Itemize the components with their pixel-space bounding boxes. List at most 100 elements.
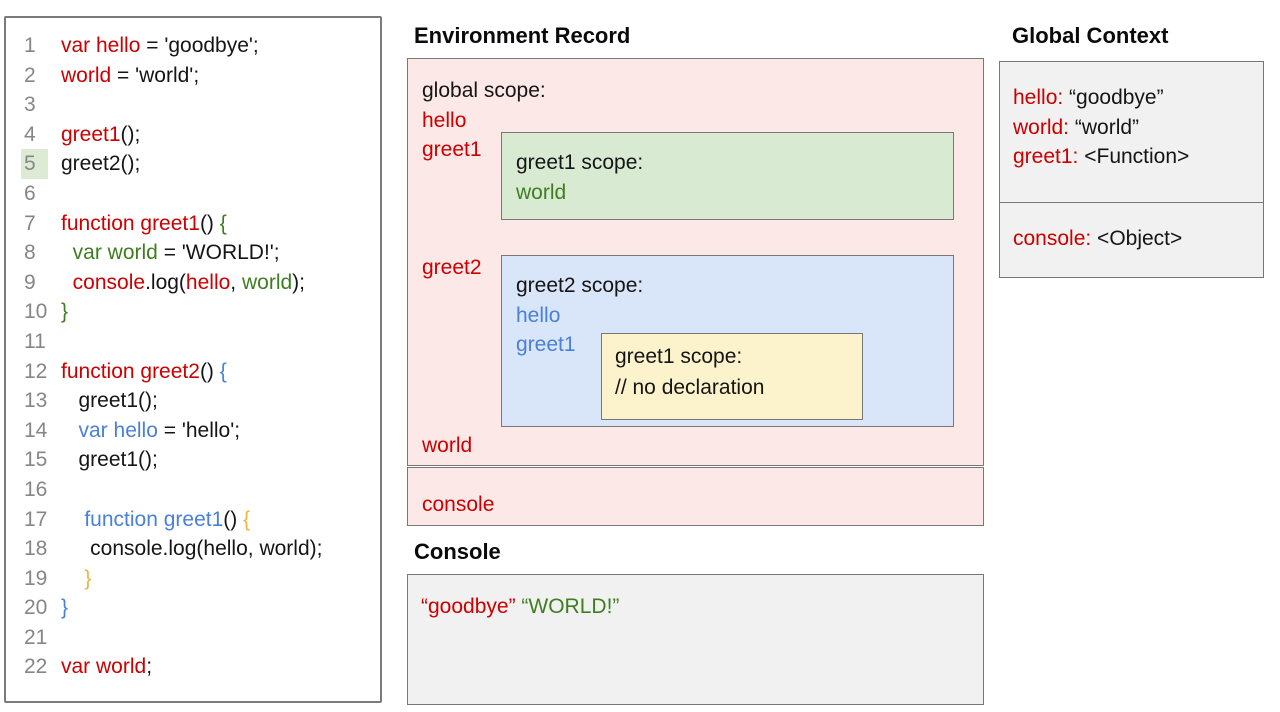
global-scope-hoisted-vars: hello greet1 — [422, 106, 482, 165]
code-token: () — [223, 507, 244, 531]
code-text — [48, 179, 61, 209]
binding-value: <Function> — [1078, 145, 1190, 169]
code-token: function greet1 — [61, 507, 224, 531]
binding-name: console: — [1013, 227, 1092, 250]
code-text: console.log(hello, world); — [48, 268, 305, 298]
global-context-title: Global Context — [1012, 23, 1169, 48]
code-line: 20} — [6, 593, 380, 623]
no-declaration-comment: // no declaration — [615, 376, 765, 399]
code-line: 8 var world = 'WORLD!'; — [6, 238, 380, 268]
code-token: } — [61, 596, 69, 620]
code-line: 11 — [6, 327, 380, 357]
code-token: world — [61, 63, 112, 87]
line-number: 12 — [24, 359, 48, 383]
line-number: 14 — [24, 418, 48, 442]
code-token: , — [230, 270, 237, 294]
line-number: 20 — [24, 596, 48, 620]
code-token: console — [61, 270, 146, 294]
console-value: “goodbye” — [421, 595, 522, 618]
greet1-scope-vars: world — [516, 178, 953, 208]
nested-greet1-scope-box: greet1 scope: // no declaration — [601, 333, 863, 420]
code-token: = 'hello'; — [157, 418, 241, 442]
scope-variable: greet1 — [422, 138, 482, 162]
code-token: var hello — [61, 34, 141, 57]
code-token: } — [61, 566, 92, 590]
greet1-scope-label: greet1 scope: — [516, 151, 644, 174]
code-line: 9 console.log(hello, world); — [6, 268, 380, 298]
global-scope-var-world: world — [422, 434, 473, 457]
greet2-scope-label: greet2 scope: — [516, 274, 644, 297]
binding-name: greet1: — [1013, 145, 1079, 169]
code-text: function greet1() { — [48, 505, 250, 535]
binding-name: world: — [1013, 115, 1070, 139]
binding-value: “world” — [1069, 115, 1140, 139]
code-token: greet1 — [61, 122, 121, 146]
context-binding-row: world: “world” — [1013, 113, 1263, 143]
code-text: greet2(); — [48, 149, 140, 179]
code-token: = 'world'; — [111, 63, 200, 87]
code-text: function greet1() { — [48, 209, 227, 239]
code-text — [48, 623, 61, 653]
line-number: 1 — [24, 34, 36, 57]
scope-variable: hello — [422, 108, 467, 132]
line-number: 18 — [24, 537, 48, 561]
code-text: var world; — [48, 652, 152, 682]
code-text: world = 'world'; — [48, 61, 199, 91]
line-number: 8 — [24, 241, 36, 265]
code-token: = 'goodbye'; — [140, 34, 259, 57]
code-token: hello — [185, 270, 231, 294]
code-text: var world = 'WORLD!'; — [48, 238, 280, 268]
binding-value: “goodbye” — [1063, 86, 1164, 109]
code-text: var hello = 'goodbye'; — [48, 31, 259, 61]
code-token: var world — [61, 241, 158, 265]
scope-variable: greet1 — [516, 333, 576, 357]
code-token: greet1(); — [61, 448, 158, 472]
code-text: console.log(hello, world); — [48, 534, 322, 564]
line-number: 9 — [24, 270, 36, 294]
global-scope-var-greet2: greet2 — [422, 256, 482, 279]
code-text: } — [48, 297, 68, 327]
line-number: 4 — [24, 122, 36, 146]
context-binding-row: console: <Object> — [1013, 224, 1263, 254]
console-output-line: “goodbye” “WORLD!” — [421, 592, 983, 622]
global-scope-var-console: console — [422, 493, 495, 516]
code-token: function greet1 — [61, 211, 200, 235]
code-text: greet1(); — [48, 386, 158, 416]
code-line: 16 — [6, 475, 380, 505]
code-text: var hello = 'hello'; — [48, 416, 241, 446]
greet1-scope-box: greet1 scope: world — [501, 132, 954, 220]
code-line: 6 — [6, 179, 380, 209]
global-context-bindings-box: hello: “goodbye”world: “world”greet1: <F… — [999, 61, 1264, 203]
context-binding-row: greet1: <Function> — [1013, 142, 1263, 172]
code-line: 7 function greet1() { — [6, 209, 380, 239]
code-token: world — [236, 270, 293, 294]
code-line: 17 function greet1() { — [6, 505, 380, 535]
console-value: “WORLD!” — [521, 595, 620, 618]
code-line: 14 var hello = 'hello'; — [6, 416, 380, 446]
code-text — [48, 327, 61, 357]
environment-record-title: Environment Record — [414, 23, 631, 48]
code-line: 19 } — [6, 564, 380, 594]
binding-value: <Object> — [1091, 227, 1183, 250]
nested-greet1-scope-label: greet1 scope: — [615, 345, 743, 368]
line-number: 19 — [24, 566, 48, 590]
code-token: } — [61, 300, 69, 324]
code-token: greet1(); — [61, 389, 158, 413]
line-number: 7 — [24, 211, 36, 235]
code-text: } — [48, 564, 91, 594]
global-context-object-box: console: <Object> — [999, 202, 1264, 278]
scope-variable: world — [516, 180, 567, 204]
code-line: 18 console.log(hello, world); — [6, 534, 380, 564]
code-line: 3 — [6, 90, 380, 120]
code-token: = 'WORLD!'; — [157, 241, 280, 265]
line-number: 16 — [24, 477, 48, 501]
code-token: ; — [146, 655, 153, 679]
